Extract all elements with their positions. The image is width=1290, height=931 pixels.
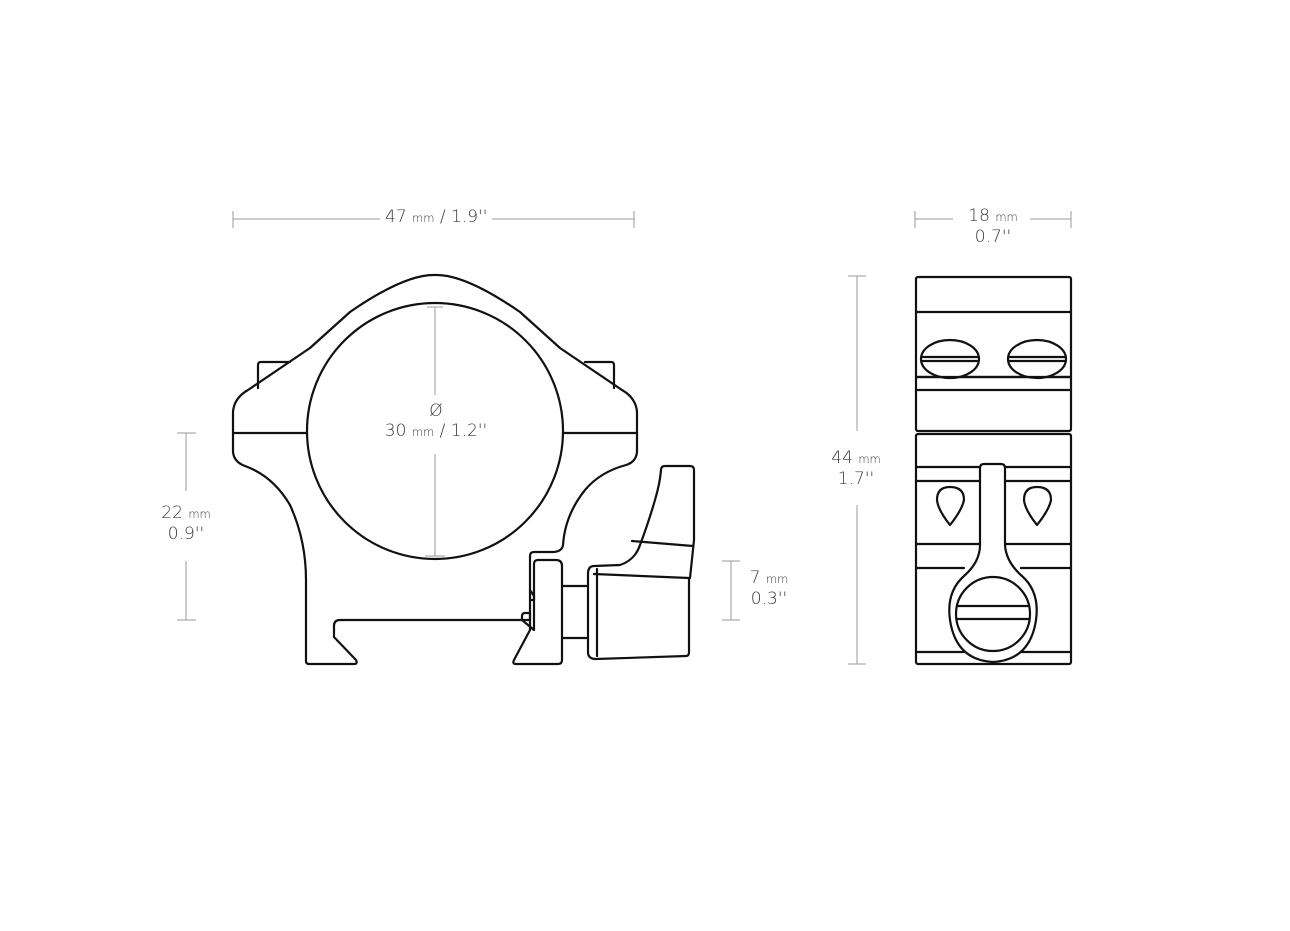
bore-dimension-label: Ø 30 mm / 1.2'' [381,403,491,440]
ring-width-value: 18 [968,206,990,226]
bore-unit: mm [411,425,435,439]
scope-bore-circle [305,301,565,561]
center-height-unit: mm [188,507,211,521]
lever-screw [954,575,1032,653]
side-view [914,275,1073,666]
total-height-value: 44 [831,448,853,468]
clamp-jaw [512,558,564,666]
recess-right [1022,485,1053,527]
top-screw-right [1006,338,1068,380]
right-top-tab [583,360,616,390]
center-height-value: 22 [161,503,183,523]
bore-separator: / [439,421,446,441]
side-upper-ring [914,275,1073,433]
width-value: 47 [385,207,407,227]
total-height-unit: mm [858,452,881,466]
lever-knob-ridge [630,539,695,548]
center-height-imperial: 0.9'' [167,524,205,544]
width-separator: / [439,207,446,227]
center-height-dimension-label: 22 mm 0.9'' [156,505,216,543]
width-imperial: 1.9'' [451,207,488,227]
diameter-symbol: Ø [429,401,443,421]
ring-width-unit: mm [995,210,1018,224]
bore-imperial: 1.2'' [450,421,488,441]
side-lower-body [914,432,1073,666]
total-height-dimension-line [848,275,866,665]
center-height-dimension-line [177,432,196,621]
total-height-imperial: 1.7'' [837,469,875,489]
width-unit: mm [412,211,435,225]
clamp-shaft [560,584,590,640]
lever-offset-dimension-line [722,560,740,621]
ring-width-dimension-line [914,211,1072,228]
lever-offset-imperial: 0.3'' [750,589,788,609]
total-height-dimension-label: 44 mm 1.7'' [826,450,886,488]
lever-knob [586,464,696,661]
lever-offset-dimension-label: 7 mm 0.3'' [744,570,794,608]
front-view [231,273,696,666]
width-dimension-line [232,211,635,228]
ring-body-outline [231,273,639,666]
recess-left [935,485,966,527]
width-dimension-label: 47 mm / 1.9'' [385,209,487,226]
lever-offset-value: 7 [749,568,761,588]
lever-offset-unit: mm [765,572,789,586]
bore-value: 30 [384,421,407,441]
ring-width-dimension-label: 18 mm 0.7'' [960,208,1026,246]
left-top-tab [256,360,292,390]
ring-width-imperial: 0.7'' [974,227,1012,247]
clamp-jaw-inner [528,588,536,602]
top-screw-left [919,338,981,380]
